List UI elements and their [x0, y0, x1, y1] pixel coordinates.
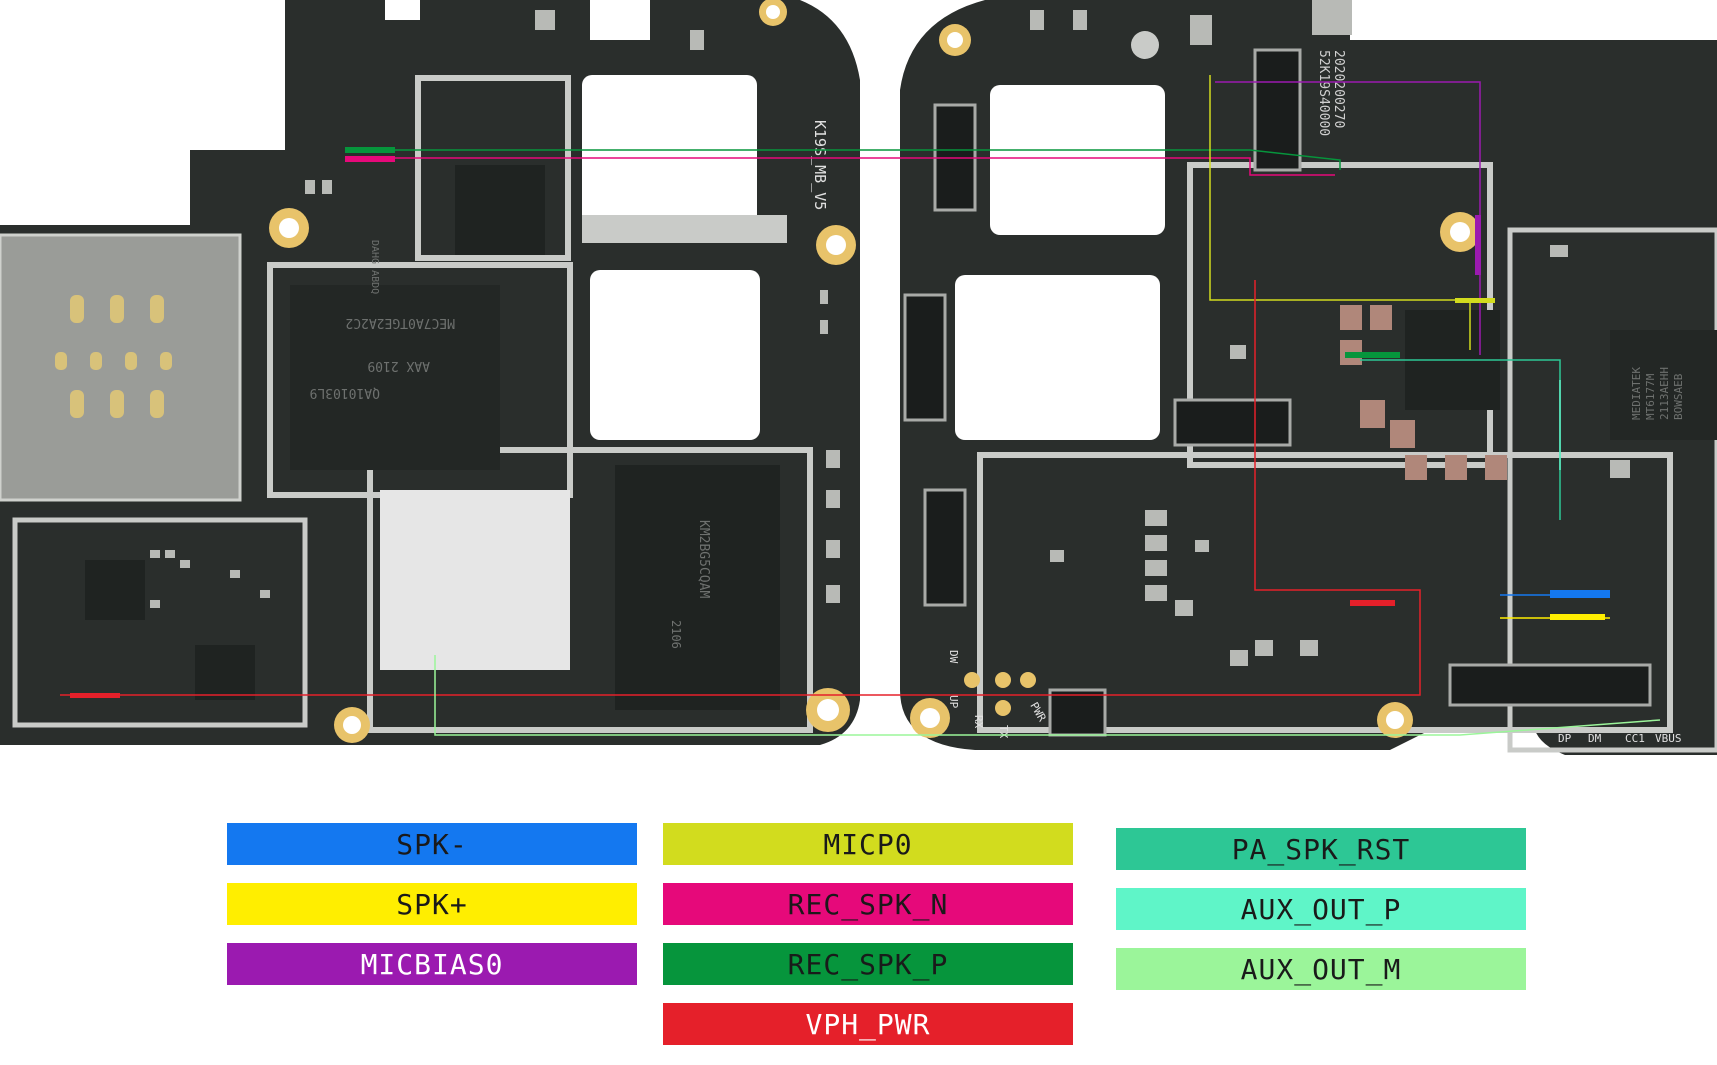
pad-label-rx: RX — [972, 715, 985, 729]
legend-label: VPH_PWR — [805, 1007, 931, 1041]
trace-micp0 — [1209, 75, 1471, 350]
sim-tray — [0, 233, 242, 502]
bottom-ic-2 — [195, 645, 255, 700]
mediatek-text-3: 2113AEHH — [1658, 367, 1671, 420]
right-shield-side — [1507, 227, 1717, 753]
signal-pads — [70, 147, 1610, 698]
mediatek-chip — [1610, 330, 1717, 440]
memory-chip — [615, 465, 780, 710]
usb-label-vbus: VBUS — [1655, 732, 1682, 745]
memory-chip-text-1: KM2BG5CQAM — [696, 520, 711, 598]
shield-top — [415, 75, 571, 261]
legend-label: REC_SPK_P — [787, 947, 949, 981]
usb-label-dm: DM — [1588, 732, 1602, 745]
left-board-cutout-2 — [0, 0, 285, 150]
legend-label: REC_SPK_N — [787, 887, 949, 921]
mediatek-text-2: MT6177M — [1644, 373, 1657, 420]
right-small-components — [1030, 0, 1630, 666]
legend-micp0: MICP0 — [663, 823, 1073, 865]
pad-label-tx: TX — [997, 725, 1010, 739]
legend-label: MICBIAS0 — [360, 947, 504, 981]
window-2 — [590, 270, 760, 440]
right-serial-label-2: 2020200270 — [1331, 50, 1346, 128]
pad-label-up: UP — [947, 695, 960, 709]
bga-grid — [380, 490, 570, 670]
legend-label: SPK+ — [396, 887, 468, 921]
legend-micbias0: MICBIAS0 — [227, 943, 637, 985]
legend-label: PA_SPK_RST — [1231, 832, 1411, 866]
left-board-model-label: K19S_MB_V5 — [811, 120, 829, 210]
left-components — [150, 10, 840, 608]
right-window-3 — [1560, 0, 1717, 40]
trace-vph-pwr — [60, 280, 1421, 696]
legend-rec-spk-n: REC_SPK_N — [663, 883, 1073, 925]
legend-label: SPK- — [396, 827, 468, 861]
legend-pa-spk-rst: PA_SPK_RST — [1116, 828, 1526, 870]
mounting-holes — [269, 0, 856, 743]
bracket — [582, 215, 787, 243]
trace-rec-spk-n — [345, 157, 1335, 176]
legend-label: AUX_OUT_P — [1240, 892, 1402, 926]
left-chip-text-1: MEC7A0TGE2A2C2 — [345, 315, 455, 330]
trace-rec-spk-p — [345, 149, 1341, 170]
right-board: 52K19S40000 2020200270 MEDIATEK MT6177M … — [900, 0, 1717, 755]
legend-label: AUX_OUT_M — [1240, 952, 1402, 986]
shield-mem — [367, 447, 813, 733]
left-small-label: DAHG ABDQ — [369, 240, 380, 294]
left-chip-text-3: QA10103L9 — [310, 385, 380, 400]
cpu-chip — [290, 285, 500, 470]
usb-label-cc1: CC1 — [1625, 732, 1645, 745]
left-board: K19S_MB_V5 MEC7A0TGE2A2C2 AAX 2109 QA101… — [0, 0, 860, 745]
right-window-2 — [955, 275, 1160, 440]
legend-label: MICP0 — [823, 827, 913, 861]
trace-aux-out-m — [434, 655, 1661, 736]
memory-chip-text-2: 2106 — [669, 620, 683, 649]
right-connectors — [903, 48, 1652, 737]
right-shield-main — [977, 452, 1673, 733]
left-chip-text-2: AAX 2109 — [367, 358, 430, 373]
legend-spk-plus: SPK+ — [227, 883, 637, 925]
legend-vph-pwr: VPH_PWR — [663, 1003, 1073, 1045]
mediatek-text-1: MEDIATEK — [1630, 367, 1643, 420]
legend-aux-out-p: AUX_OUT_P — [1116, 888, 1526, 930]
pad-label-dw: DW — [947, 650, 960, 664]
right-components — [1340, 305, 1507, 480]
window-1 — [582, 75, 757, 235]
legend-aux-out-m: AUX_OUT_M — [1116, 948, 1526, 990]
right-mounting-holes — [910, 24, 1480, 738]
shield-bottom-left — [12, 517, 308, 728]
right-window-1 — [990, 85, 1165, 235]
legend-spk-minus: SPK- — [227, 823, 637, 865]
usb-label-dp: DP — [1558, 732, 1572, 745]
legend-rec-spk-p: REC_SPK_P — [663, 943, 1073, 985]
test-pads — [964, 672, 1036, 716]
right-serial-label: 52K19S40000 — [1316, 50, 1331, 136]
sim-contacts — [55, 295, 172, 418]
pcb-board-diagram: K19S_MB_V5 MEC7A0TGE2A2C2 AAX 2109 QA101… — [0, 0, 1717, 755]
top-ic — [455, 165, 545, 255]
mediatek-text-4: BOWSAEB — [1672, 373, 1685, 420]
bottom-ic — [85, 560, 145, 620]
